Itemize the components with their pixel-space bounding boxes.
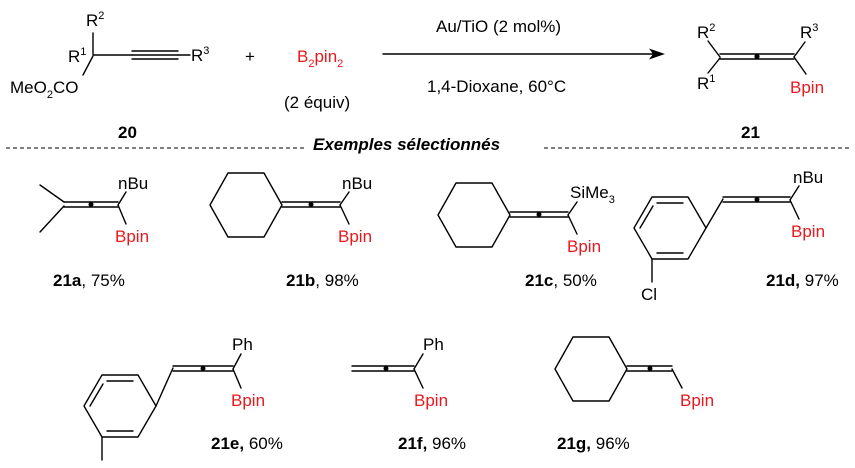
bond [707, 57, 721, 74]
compound-label: 21c, 50% [525, 271, 597, 290]
ph-label: Ph [423, 335, 444, 354]
compound-label: 21g, 96% [557, 434, 630, 453]
bond [339, 204, 350, 225]
bpin-label: Bpin [338, 227, 372, 246]
reaction-arrow: Au/TiO (2 mol%) 1,4-Dioxane, 60°C [382, 17, 665, 96]
bond [155, 367, 174, 407]
aromatic-bond [89, 383, 104, 407]
bond [567, 214, 578, 235]
aromatic-bond [639, 205, 654, 229]
bpin-label: Bpin [791, 222, 825, 241]
bpin-label: Bpin [567, 237, 601, 256]
cyclohexane-ring [437, 182, 511, 248]
compound-label: 21d, 97% [766, 271, 839, 290]
bond [117, 191, 127, 206]
ester-label: MeO2CO [10, 78, 78, 101]
section-title: Exemples sélectionnés [313, 135, 500, 154]
compound-label: 21e, 60% [211, 434, 283, 453]
reagent-formula: B2pin2 [297, 47, 343, 70]
compound-number: 21 [741, 123, 760, 142]
allene-center [200, 366, 206, 371]
allene-center [536, 212, 542, 217]
bond [117, 204, 127, 225]
example-21d: Cl nBu Bpin 21d, 97% [633, 168, 839, 304]
r1-label: R1 [697, 73, 715, 93]
bond [232, 353, 242, 370]
bond [789, 185, 800, 201]
bond [707, 40, 721, 58]
catalyst-label: Au/TiO (2 mol%) [436, 17, 561, 36]
product-21: R2 R1 R3 Bpin 21 [697, 22, 824, 142]
bond [671, 368, 683, 389]
r2-label: R2 [697, 22, 715, 42]
allene-center [88, 202, 94, 207]
cyclohexane-ring [554, 336, 628, 402]
nbu-label: nBu [793, 168, 823, 187]
arrow-head [649, 48, 665, 60]
bpin-label: Bpin [231, 391, 265, 410]
cl-label: Cl [641, 285, 657, 304]
bpin-label: Bpin [790, 78, 824, 97]
r2-label: R2 [86, 10, 104, 30]
nbu-label: nBu [342, 174, 372, 193]
example-21e: Ph Bpin 21e, 60% [83, 335, 283, 461]
r3-label: R3 [800, 22, 818, 42]
benzene-ring [633, 196, 707, 260]
sime3-label: SiMe3 [570, 183, 615, 206]
allene-center [754, 53, 760, 60]
bond [413, 353, 424, 370]
example-21b: nBu Bpin 21b, 98% [209, 172, 372, 290]
bpin-label: Bpin [115, 227, 149, 246]
example-21a: nBu Bpin 21a, 75% [39, 174, 149, 290]
allene-center [647, 366, 653, 371]
bond [39, 184, 65, 203]
reactant-20: R2 R1 R3 MeO2CO 20 [10, 10, 209, 142]
bond [82, 55, 94, 76]
r3-label: R3 [191, 45, 209, 65]
bond [793, 56, 807, 75]
example-21g: Bpin 21g, 96% [554, 336, 714, 453]
bpin-label: Bpin [680, 391, 714, 410]
nbu-label: nBu [118, 174, 148, 193]
compound-label: 21a, 75% [53, 271, 125, 290]
example-21f: Ph Bpin 21f, 96% [351, 335, 466, 453]
compound-label: 21b, 98% [286, 271, 359, 290]
conditions-label: 1,4-Dioxane, 60°C [427, 77, 566, 96]
bond [705, 198, 724, 229]
cyclohexane-ring [209, 172, 283, 238]
plus-sign: + [245, 47, 255, 66]
reagent-b2pin2: B2pin2 (2 équiv) [284, 47, 350, 112]
bond [413, 368, 424, 389]
allene-center [754, 197, 760, 202]
benzene-ring [83, 374, 157, 438]
allene-center [383, 366, 389, 371]
bond [793, 41, 806, 58]
bpin-label: Bpin [414, 391, 448, 410]
allene-center [308, 202, 314, 207]
bond [232, 368, 242, 389]
bond [567, 201, 578, 216]
bond [39, 205, 65, 233]
ph-label: Ph [232, 335, 253, 354]
compound-label: 21f, 96% [398, 434, 466, 453]
example-21c: SiMe3 Bpin 21c, 50% [437, 182, 615, 290]
bond [789, 199, 800, 220]
reagent-equiv: (2 équiv) [284, 93, 350, 112]
compound-number: 20 [118, 123, 137, 142]
bond [339, 191, 350, 206]
r1-label: R1 [68, 46, 86, 66]
